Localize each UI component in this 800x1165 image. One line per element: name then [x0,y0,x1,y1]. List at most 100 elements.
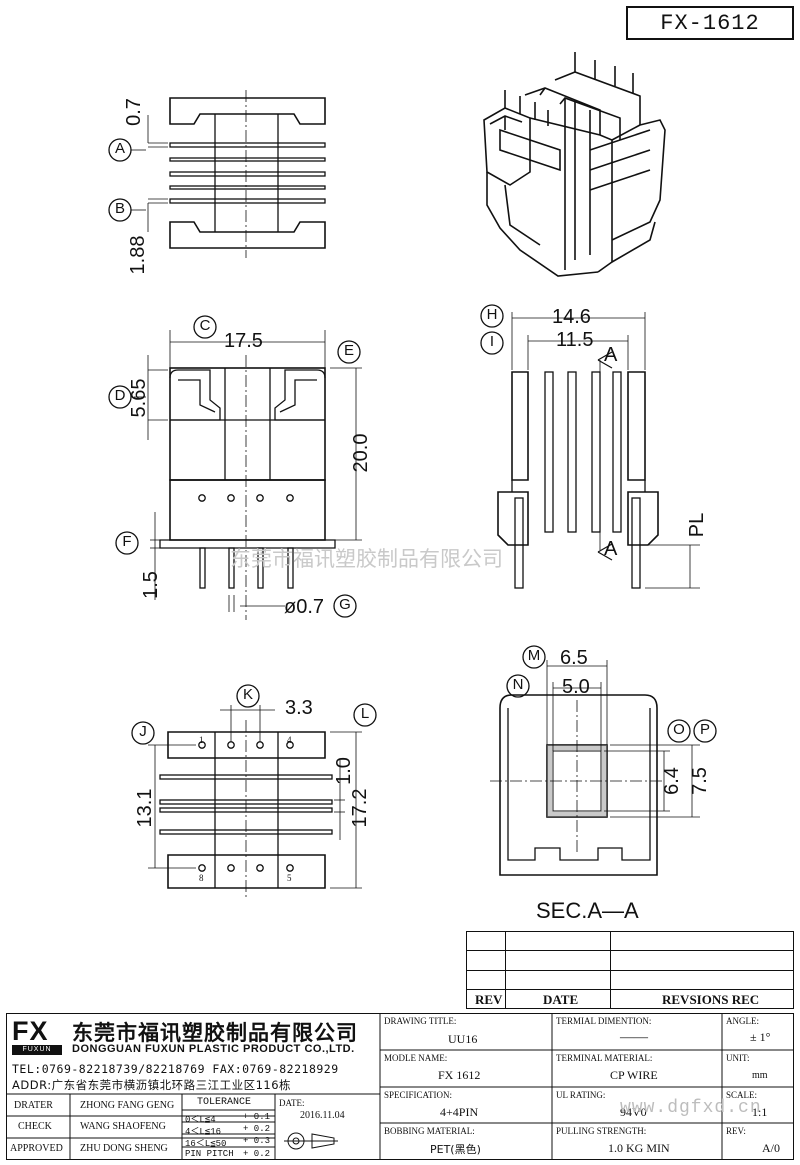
angle-label: ANGLE: [726,1016,759,1026]
tol-range-3: 16＜L≦50 [185,1139,227,1149]
pin-8: 8 [199,873,204,883]
revision-table: REV DATE REVSIONS REC [466,931,794,1009]
front-view [108,315,362,620]
terminal-dimention-value: —— [620,1030,648,1045]
part-number: FX-1612 [660,10,760,36]
section-label: SEC.A—A [536,898,639,923]
pin-4: 4 [287,735,292,745]
dim-13-1: 13.1 [134,788,156,828]
specification-label: SPECIFICATION: [384,1090,453,1100]
section-mark-bottom: A [604,538,618,560]
pulling-strength-value: 1.0 KG MIN [608,1141,670,1155]
scale-label: SCALE: [726,1090,758,1100]
date-value: 2016.11.04 [300,1110,345,1121]
company-tel: TEL:0769-82218739/82218769 FAX:0769-8221… [12,1062,339,1076]
dim-6-4: 6.4 [661,767,683,795]
dim-1-5: 1.5 [140,571,162,599]
pin-5: 5 [287,873,292,883]
title-block [6,1013,794,1160]
role-approved: APPROVED [10,1143,63,1154]
name-check: WANG SHAOFENG [80,1121,166,1132]
role-drater: DRATER [14,1100,53,1111]
callout-f: F [122,533,132,550]
dim-pin-dia: ø0.7 [284,596,325,618]
side-view [480,304,700,589]
callout-b: B [114,200,125,217]
callout-g: G [339,596,351,613]
dim-17-5: 17.5 [224,330,263,352]
terminal-material-label: TERMINAL MATERIAL: [556,1053,653,1063]
tol-value-3: + 0.3 [243,1136,271,1146]
part-number-box: FX-1612 [626,6,794,40]
bottom-view [131,684,377,900]
pulling-strength-label: PULLING STRENGTH: [556,1126,647,1136]
name-drater: ZHONG FANG GENG [80,1100,175,1111]
bobbing-material-label: BOBBING MATERIAL: [384,1126,475,1136]
unit-value: mm [752,1070,768,1081]
module-name-label: MODLE NAME: [384,1053,448,1063]
drawing-title-label: DRAWING TITLE: [384,1016,457,1026]
dim-7-5: 7.5 [689,767,711,795]
iso-view [483,52,666,277]
date-header: DATE [543,992,579,1007]
dim-14-6: 14.6 [552,306,591,328]
company-logo: FX [12,1016,49,1046]
rev-value: A/0 [762,1141,780,1155]
callout-m: M [527,647,541,664]
top-view [108,90,326,258]
tol-range-4: PIN PITCH [185,1149,234,1159]
ul-rating-label: UL RATING: [556,1090,606,1100]
unit-label: UNIT: [726,1053,750,1063]
terminal-material-value: CP WIRE [610,1068,658,1082]
company-name-en: DONGGUAN FUXUN PLASTIC PRODUCT CO.,LTD. [72,1043,355,1055]
company-logo-sub: FUXUN [12,1045,62,1055]
callout-o: O [673,721,685,738]
tol-range-1: 0＜L≦4 [185,1115,216,1125]
dim-3-3: 3.3 [285,697,313,719]
name-approved: ZHU DONG SHENG [80,1143,168,1154]
pin-1: 1 [199,735,204,745]
callout-p: P [699,721,710,738]
company-name-cn: 东莞市福讯塑胶制品有限公司 [72,1021,358,1045]
dim-pl: PL [686,512,708,538]
rev-label: REV: [726,1126,746,1136]
terminal-dimention-label: TERMIAL DIMENTION: [556,1016,652,1026]
callout-k: K [242,686,253,703]
role-check: CHECK [18,1121,52,1132]
tol-value-4: + 0.2 [243,1149,271,1159]
callout-n: N [512,676,524,693]
tol-range-2: 4＜L≦16 [185,1127,222,1137]
dim-5-65: 5.65 [128,378,150,418]
specification-value: 4+4PIN [440,1105,479,1119]
title-block-grid [6,1013,794,1160]
dim-6-5: 6.5 [560,647,588,669]
watermark-company: 东莞市福讯塑胶制品有限公司 [230,547,503,571]
company-address: ADDR:广东省东莞市横沥镇北环路三江工业区116栋 [12,1078,292,1092]
tol-value-2: + 0.2 [243,1124,271,1134]
callout-j: J [139,723,147,740]
section-view [490,645,717,876]
dim-17-2: 17.2 [349,788,371,828]
rev-header: REV [475,992,503,1007]
callout-a: A [114,140,125,157]
callout-c: C [199,317,211,334]
module-name-value: FX 1612 [438,1068,481,1082]
watermark-site: www.dgfxd.cn [620,1098,762,1118]
date-label: DATE: [279,1098,305,1108]
revisions-header: REVSIONS REC [662,992,760,1007]
callout-h: H [486,306,498,323]
dim-1-88: 1.88 [127,235,149,275]
callout-l: L [360,705,370,722]
drawing-title-value: UU16 [448,1032,478,1046]
angle-value: ± 1° [750,1030,771,1044]
tol-value-1: + 0.1 [243,1112,271,1122]
bobbing-material-value: PET(黑色) [430,1143,481,1156]
dim-20-0: 20.0 [350,433,372,473]
dim-0-7: 0.7 [123,98,145,126]
dim-5-0: 5.0 [562,676,590,698]
callout-e: E [343,342,354,359]
callout-d: D [114,387,126,404]
dim-11-5: 11.5 [556,329,594,351]
